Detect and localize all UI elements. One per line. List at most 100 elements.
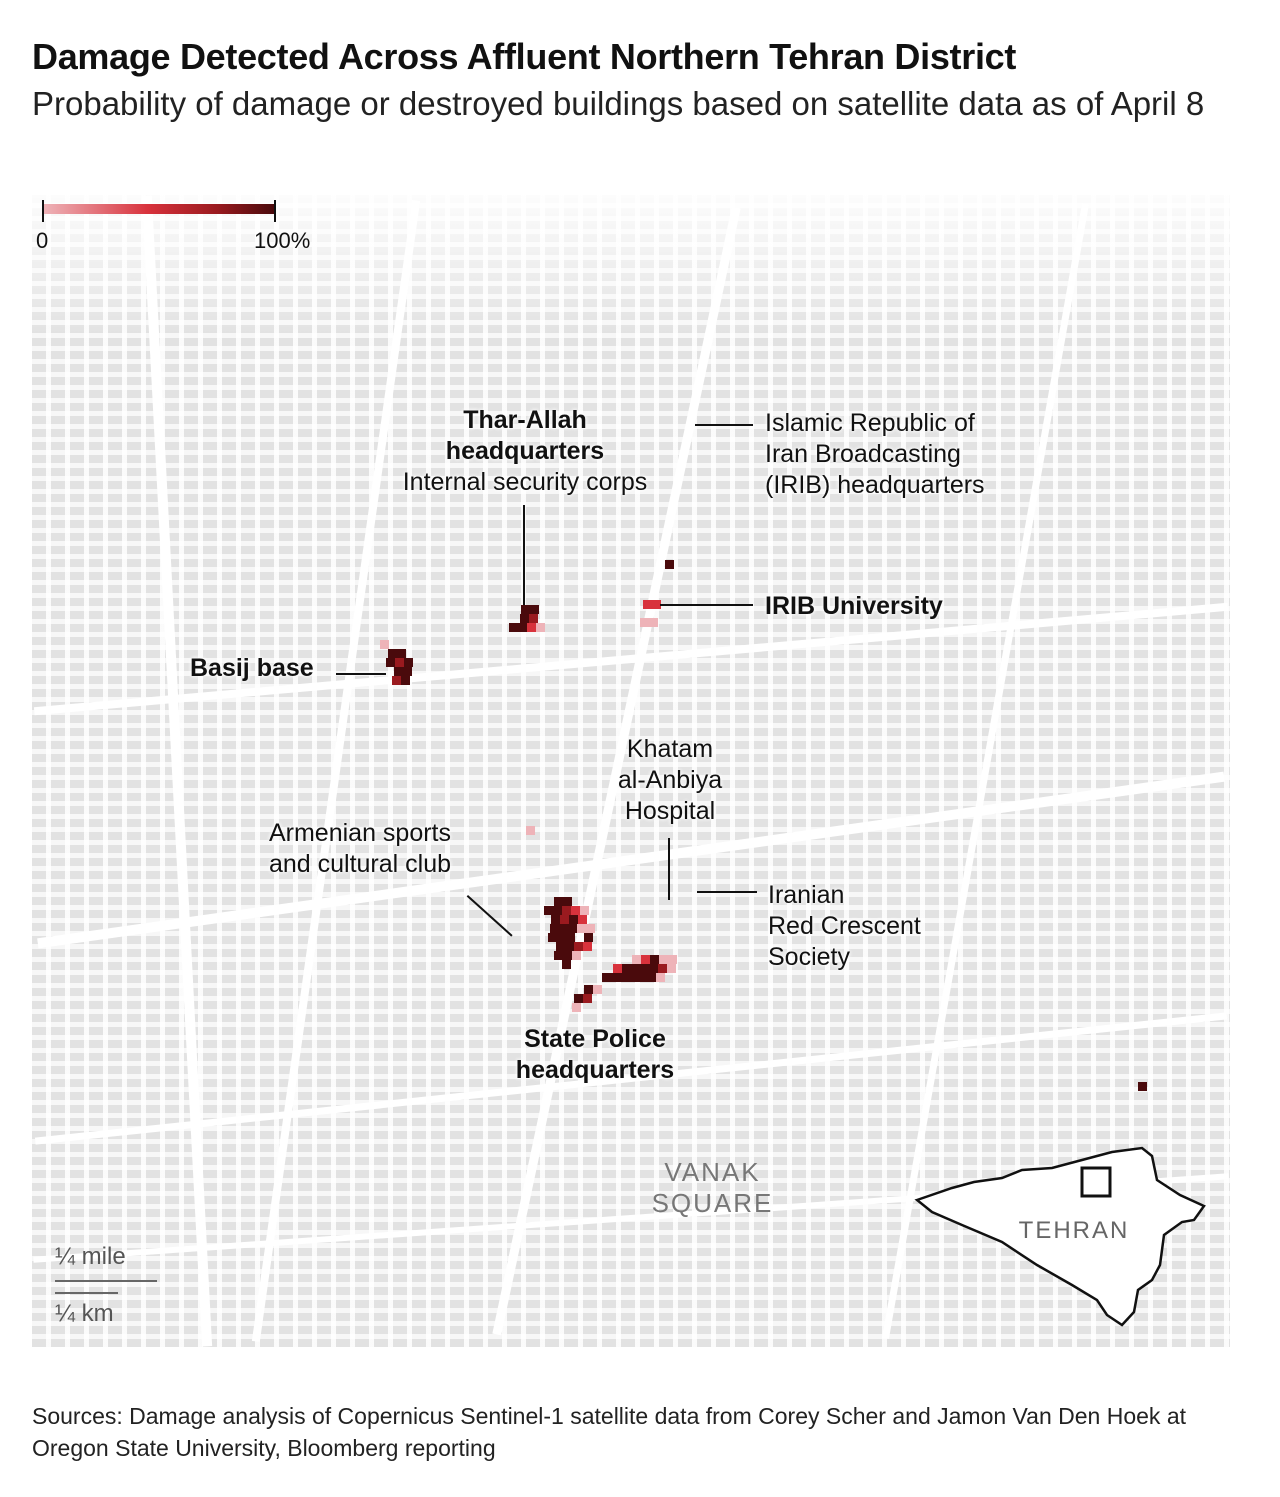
damage-cell <box>569 915 578 924</box>
damage-cell <box>536 623 545 632</box>
damage-cell <box>560 915 569 924</box>
damage-cell <box>578 915 587 924</box>
damage-cell <box>648 964 658 973</box>
damage-cell <box>582 994 592 1003</box>
damage-cell <box>668 955 677 964</box>
damage-cell <box>552 906 562 915</box>
chart-title: Damage Detected Across Affluent Northern… <box>32 36 1017 77</box>
damage-cell <box>526 826 535 835</box>
damage-cell <box>572 951 581 960</box>
damage-cell <box>656 973 665 982</box>
damage-cell <box>643 600 652 609</box>
damage-cell <box>573 994 583 1003</box>
damage-cell <box>548 933 557 942</box>
damage-cell <box>621 964 631 973</box>
damage-cell <box>396 649 406 658</box>
damage-cell <box>584 933 593 942</box>
road <box>251 200 421 1342</box>
damage-cell <box>612 964 622 973</box>
scale-bar-km <box>55 1292 118 1294</box>
damage-cell <box>602 973 611 982</box>
damage-cell <box>659 955 668 964</box>
damage-cell <box>402 667 412 676</box>
scale-mile: ¼ mile <box>55 1243 126 1270</box>
legend-min-label: 0 <box>36 228 49 253</box>
chart-subtitle: Probability of damage or destroyed build… <box>32 85 1205 122</box>
damage-cell <box>558 924 568 933</box>
damage-cell <box>1138 1082 1147 1091</box>
damage-cell <box>650 955 659 964</box>
damage-cell <box>557 933 566 942</box>
label-basij: Basij base <box>190 654 314 682</box>
damage-cell <box>629 973 638 982</box>
damage-cell <box>563 897 572 906</box>
leader-line <box>668 838 670 900</box>
road <box>141 195 213 1347</box>
map-base <box>32 195 1230 1347</box>
scale-bar-mile <box>55 1280 157 1282</box>
damage-cell <box>567 924 577 933</box>
damage-cell <box>543 906 553 915</box>
damage-cell <box>564 942 574 951</box>
locator-box <box>1080 1166 1112 1198</box>
leader-line <box>336 673 386 675</box>
damage-cell <box>641 955 650 964</box>
damage-cell <box>593 985 602 994</box>
damage-cell <box>554 951 563 960</box>
damage-cell <box>519 614 529 623</box>
legend-tick-max <box>274 200 276 222</box>
damage-cell <box>572 1003 581 1012</box>
tehran-outline <box>914 1146 1206 1327</box>
leader-line <box>697 891 757 893</box>
damage-cell <box>527 623 536 632</box>
damage-cell <box>573 942 583 951</box>
damage-cell <box>518 623 527 632</box>
legend-gradient <box>44 204 274 214</box>
damage-cell <box>393 667 403 676</box>
damage-cell <box>561 906 571 915</box>
damage-cell <box>647 973 656 982</box>
damage-cell <box>528 614 538 623</box>
legend-tick-min <box>42 200 44 222</box>
damage-cell <box>387 649 397 658</box>
damage-cell <box>632 955 641 964</box>
tehran-inset-map: TEHRAN <box>914 1146 1206 1327</box>
damage-cell <box>563 951 572 960</box>
damage-cell <box>566 933 575 942</box>
damage-cell <box>649 618 658 627</box>
damage-cell <box>509 623 518 632</box>
damage-cell <box>530 605 539 614</box>
damage-cell <box>640 618 649 627</box>
damage-cell <box>638 973 647 982</box>
damage-cell <box>555 942 565 951</box>
damage-cell <box>404 658 413 667</box>
legend-max-label: 100% <box>254 228 311 253</box>
damage-cell <box>570 906 580 915</box>
scale-km: ¼ km <box>55 1300 114 1327</box>
damage-cell <box>582 942 592 951</box>
damage-cell <box>554 897 563 906</box>
damage-cell <box>386 658 395 667</box>
damage-cell <box>380 640 389 649</box>
sources-note: Sources: Damage analysis of Copernicus S… <box>32 1403 1186 1461</box>
damage-cell <box>611 973 620 982</box>
damage-cell <box>551 915 560 924</box>
damage-cell <box>395 658 404 667</box>
label-thar-allah-sub: Internal security corps <box>402 468 648 496</box>
damage-cell <box>630 964 640 973</box>
label-irib-university: IRIB University <box>765 592 943 620</box>
damage-cell <box>657 964 667 973</box>
damage-cell <box>392 676 401 685</box>
damage-cell <box>521 605 530 614</box>
leader-line <box>695 424 753 426</box>
damage-cell <box>561 960 571 969</box>
leader-line <box>523 505 525 605</box>
damage-cell <box>585 924 595 933</box>
damage-cell <box>666 964 676 973</box>
